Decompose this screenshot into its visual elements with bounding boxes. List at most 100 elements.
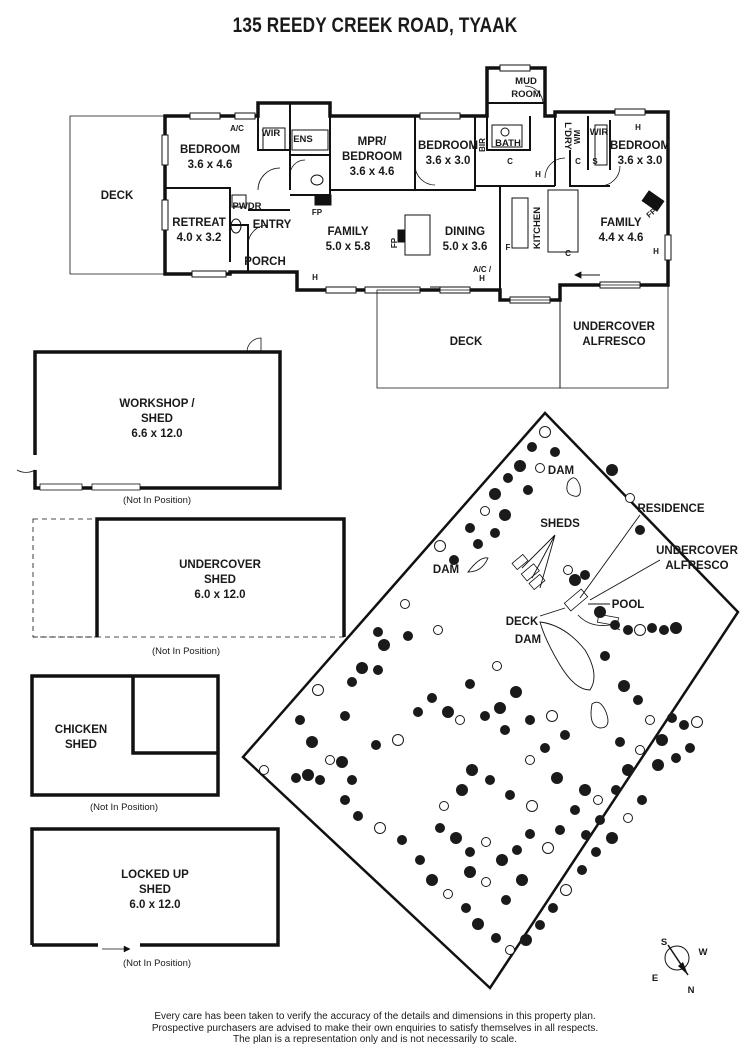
tree-symbol <box>347 677 357 687</box>
tree-symbol <box>542 842 554 854</box>
dam-right <box>590 701 609 729</box>
tree-symbol <box>340 711 350 721</box>
tree-symbol <box>667 713 677 723</box>
site-plan <box>241 411 740 990</box>
tree-symbol <box>312 684 324 696</box>
tree-symbol <box>449 555 459 565</box>
tree-symbol <box>594 606 606 618</box>
workshop-size: 6.6 x 12.0 <box>131 428 182 440</box>
tree-symbol <box>325 755 335 765</box>
tree-symbol <box>625 493 635 503</box>
tree-symbol <box>501 895 511 905</box>
alfresco-line2: ALFRESCO <box>582 336 645 348</box>
compass-s: S <box>661 937 667 948</box>
tree-symbol <box>685 743 695 753</box>
tree-symbol <box>413 707 423 717</box>
tree-symbol <box>442 706 454 718</box>
dam-center <box>539 621 595 691</box>
tree-symbol <box>465 847 475 857</box>
tree-symbol <box>336 756 348 768</box>
workshop-line1: WORKSHOP / <box>119 398 195 410</box>
tree-symbol <box>426 874 438 886</box>
tree-symbol <box>512 845 522 855</box>
locked-shed-size: 6.0 x 12.0 <box>129 899 180 911</box>
ac-marker: A/C <box>230 124 244 133</box>
deck-left-label: DECK <box>101 190 134 202</box>
tree-symbol <box>315 775 325 785</box>
retreat-name: RETREAT <box>172 217 225 229</box>
tree-symbol <box>433 625 443 635</box>
tree-symbol <box>577 865 587 875</box>
tree-symbol <box>491 933 501 943</box>
tree-symbol <box>679 720 689 730</box>
tree-symbol <box>400 599 410 609</box>
tree-symbol <box>520 934 532 946</box>
tree-symbol <box>615 737 625 747</box>
dam-center-label: DAM <box>515 634 541 646</box>
tree-symbol <box>505 790 515 800</box>
tree-symbol <box>373 665 383 675</box>
mpr-name2: BEDROOM <box>342 151 402 163</box>
tree-symbol <box>523 485 533 495</box>
tree-symbol <box>490 528 500 538</box>
tree-symbol <box>373 627 383 637</box>
tree-symbol <box>580 570 590 580</box>
tree-symbol <box>510 686 522 698</box>
mpr-name1: MPR/ <box>358 136 388 148</box>
compass-n: N <box>688 985 695 996</box>
undercover-shed-size: 6.0 x 12.0 <box>194 589 245 601</box>
tree-symbol <box>302 769 314 781</box>
tree-symbol <box>466 764 478 776</box>
undercover-shed-line2: SHED <box>204 574 236 586</box>
heater-marker-hall: H <box>535 170 541 179</box>
tree-symbol <box>591 847 601 857</box>
bedroom3-name: BEDROOM <box>610 140 670 152</box>
dam-top <box>566 477 581 497</box>
tree-symbol <box>579 784 591 796</box>
tree-symbol <box>374 822 386 834</box>
house-outer-walls <box>163 66 670 302</box>
tree-symbol <box>670 622 682 634</box>
site-trees <box>259 426 703 955</box>
disclaimer-line3: The plan is a representation only and is… <box>232 1034 518 1045</box>
tree-symbol <box>295 715 305 725</box>
tree-symbol <box>481 877 491 887</box>
fireplace-marker-2: FP <box>390 237 399 248</box>
tree-symbol <box>546 710 558 722</box>
mudroom-walls <box>486 102 545 151</box>
mpr-size: 3.6 x 4.6 <box>350 166 395 178</box>
tree-symbol <box>595 815 605 825</box>
tree-symbol <box>560 730 570 740</box>
disclaimer-line1: Every care has been taken to verify the … <box>154 1011 596 1022</box>
tree-symbol <box>356 662 368 674</box>
tree-symbol <box>494 702 506 714</box>
tree-symbol <box>623 813 633 823</box>
alfresco-line1: UNDERCOVER <box>573 321 655 333</box>
tree-symbol <box>464 866 476 878</box>
bir-label: BIR <box>478 138 487 152</box>
cupboard-marker-kitchen: C <box>565 249 571 258</box>
dining-size: 5.0 x 3.6 <box>443 241 488 253</box>
tree-symbol <box>622 764 634 776</box>
tree-symbol <box>527 442 537 452</box>
dam-left <box>467 557 489 573</box>
outdoor-areas <box>376 271 669 389</box>
tree-symbol <box>637 795 647 805</box>
tree-symbol <box>652 759 664 771</box>
ldry-label: L'DRY <box>562 122 573 150</box>
tree-symbol <box>526 800 538 812</box>
tree-symbol <box>489 488 501 500</box>
bedroom1-name: BEDROOM <box>180 144 240 156</box>
wm-label: WM <box>573 130 582 145</box>
mudroom-line1: MUD <box>515 76 537 87</box>
dam-top-label: DAM <box>548 465 574 477</box>
locked-shed-outline <box>30 827 280 947</box>
tree-symbol <box>671 753 681 763</box>
tree-symbol <box>606 832 618 844</box>
tree-symbol <box>499 509 511 521</box>
tree-symbol <box>480 711 490 721</box>
tree-symbol <box>606 464 618 476</box>
undercover-shed-note: (Not In Position) <box>152 646 220 657</box>
tree-symbol <box>516 874 528 886</box>
